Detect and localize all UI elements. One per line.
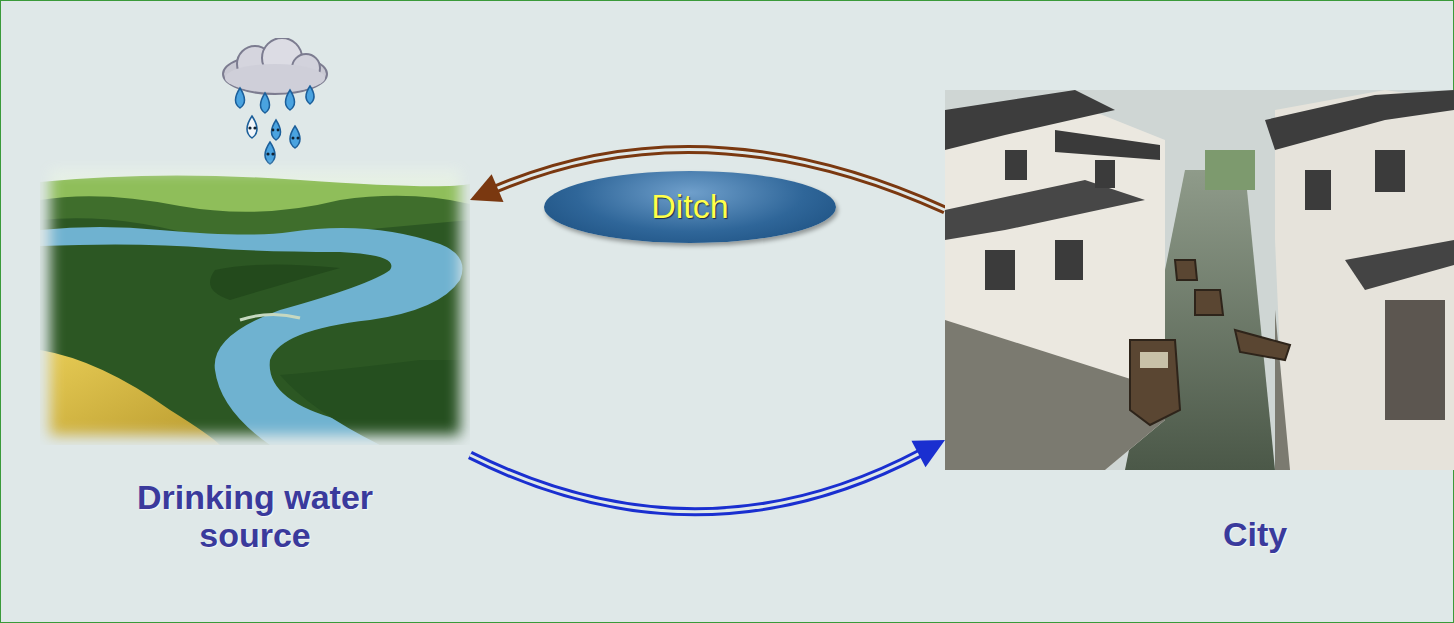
arrow-head — [911, 440, 945, 467]
edge-label-ellipse: Ditch — [544, 171, 836, 243]
cloud-shape — [223, 38, 327, 94]
edge-label: Ditch — [651, 187, 728, 226]
rain-drops — [236, 86, 315, 164]
arrow-head — [470, 174, 503, 202]
water-source-node: Drinking water source — [40, 160, 470, 560]
drop-faces — [248, 126, 299, 155]
double-line — [470, 452, 922, 512]
city-canal-photo — [945, 90, 1454, 470]
rain-cloud-icon — [210, 38, 340, 168]
city-node: City — [945, 90, 1454, 559]
node-label: City — [1185, 515, 1325, 553]
river-illustration — [40, 160, 470, 445]
line-gap — [470, 452, 922, 512]
node-label: Drinking water source — [125, 478, 385, 554]
flow-arrow — [470, 440, 945, 512]
boats — [1130, 260, 1290, 425]
